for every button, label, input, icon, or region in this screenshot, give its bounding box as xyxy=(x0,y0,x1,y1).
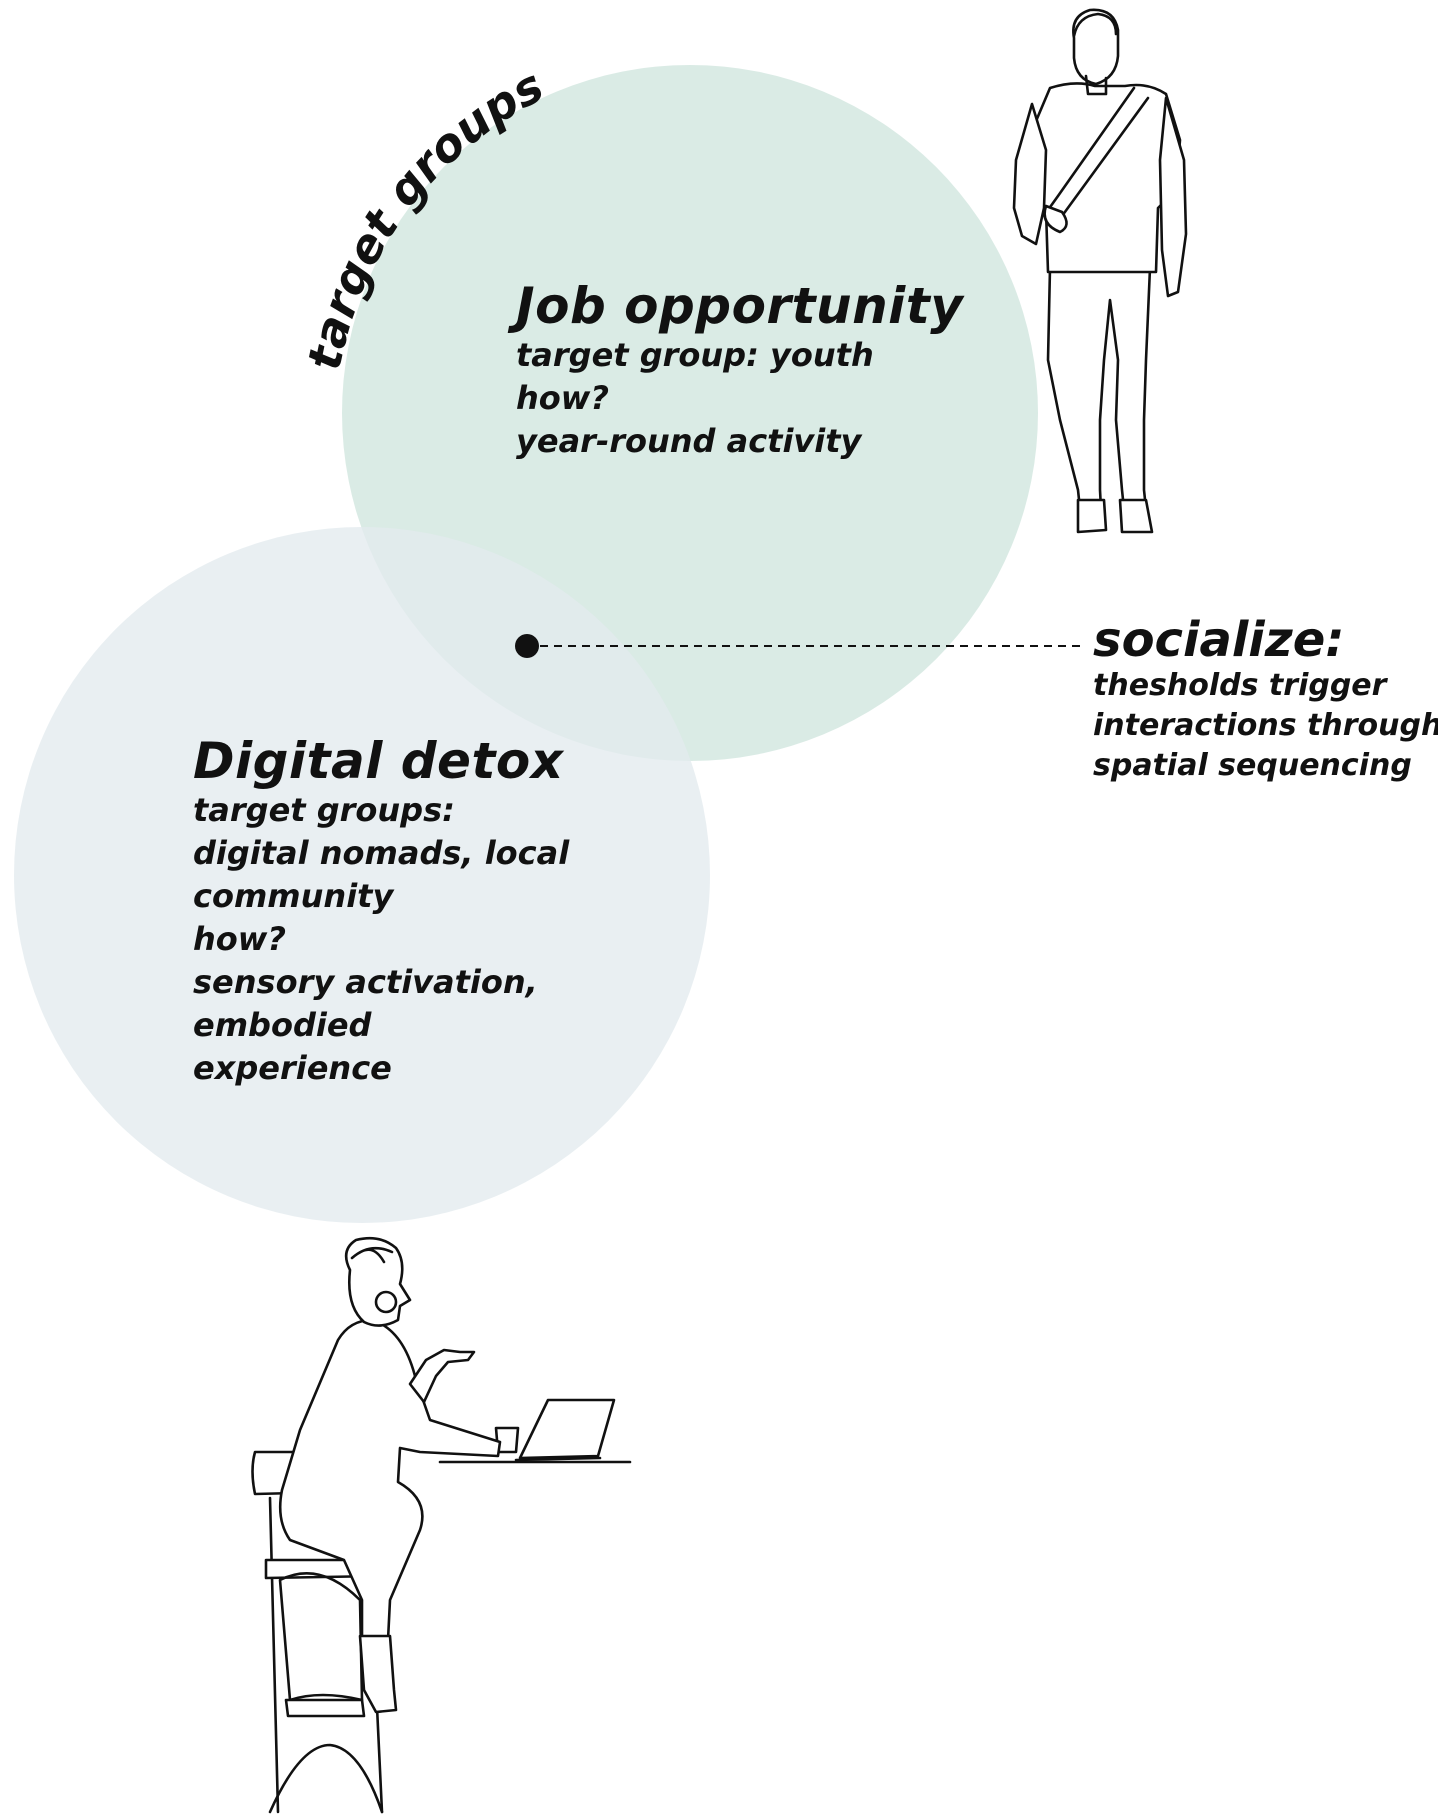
job-opportunity-line: year-round activity xyxy=(516,422,862,460)
socialize-line: interactions through xyxy=(1093,708,1438,743)
digital-detox-line: embodied xyxy=(193,1006,372,1044)
digital-detox-line: target groups: xyxy=(193,791,455,829)
digital-detox-line: community xyxy=(193,877,394,915)
socialize-block: socialize: thesholds trigger interaction… xyxy=(1093,614,1438,786)
connector-dot xyxy=(515,634,539,658)
walking-man-illustration xyxy=(1012,8,1188,534)
socialize-line: spatial sequencing xyxy=(1093,748,1412,783)
digital-detox-line: digital nomads, local xyxy=(193,834,570,872)
digital-detox-line: how? xyxy=(193,920,286,958)
socialize-title: socialize: xyxy=(1093,612,1345,668)
socialize-line: thesholds trigger xyxy=(1093,668,1387,703)
job-opportunity-line: how? xyxy=(516,379,609,417)
job-opportunity-title: Job opportunity xyxy=(516,277,964,335)
digital-detox-line: sensory activation, xyxy=(193,963,538,1001)
seated-woman-laptop-illustration xyxy=(251,1236,632,1814)
job-opportunity-line: target group: youth xyxy=(516,336,874,374)
digital-detox-block: Digital detox target groups: digital nom… xyxy=(193,733,569,1090)
digital-detox-line: experience xyxy=(193,1049,392,1087)
job-opportunity-block: Job opportunity target group: youth how?… xyxy=(516,278,963,463)
digital-detox-title: Digital detox xyxy=(193,732,564,790)
digital-detox-circle xyxy=(14,527,710,1223)
